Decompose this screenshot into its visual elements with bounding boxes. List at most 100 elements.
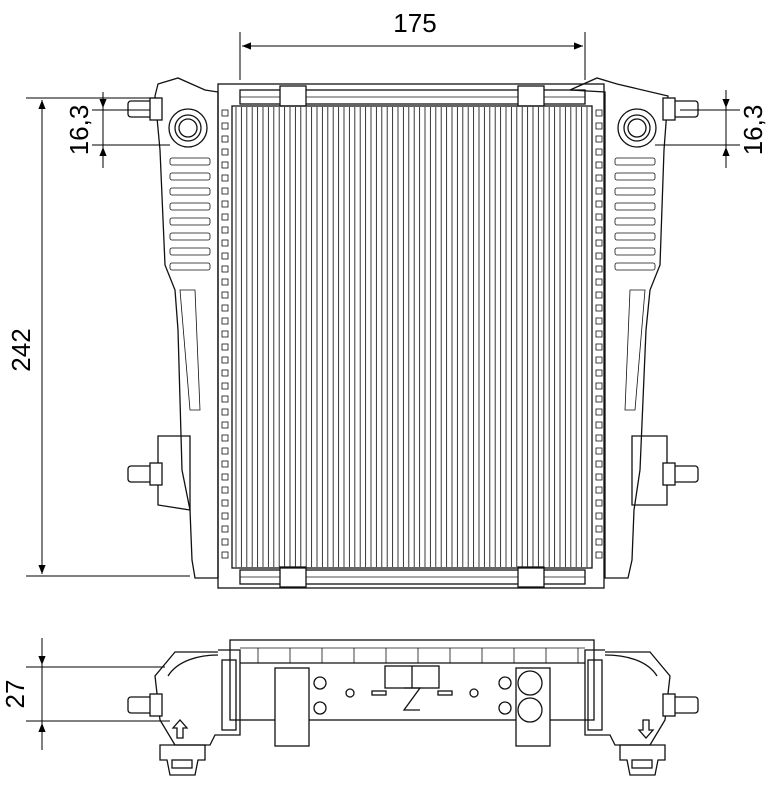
core-tooth bbox=[221, 265, 229, 273]
core-tooth bbox=[221, 499, 229, 507]
core-tooth bbox=[595, 330, 603, 338]
core-tooth bbox=[221, 304, 229, 312]
core-tooth bbox=[221, 343, 229, 351]
tank-rib bbox=[614, 262, 656, 271]
core-tooth bbox=[595, 213, 603, 221]
core-tooth bbox=[221, 369, 229, 377]
right-lower-port bbox=[631, 435, 699, 506]
core-tooth bbox=[595, 408, 603, 416]
core-tooth bbox=[221, 538, 229, 546]
core-tooth bbox=[221, 434, 229, 442]
core-tooth bbox=[221, 408, 229, 416]
tank-rib bbox=[169, 262, 211, 271]
side-right-tank bbox=[584, 649, 671, 746]
core-tooth bbox=[595, 239, 603, 247]
core-tooth bbox=[221, 395, 229, 403]
core-tooth bbox=[595, 291, 603, 299]
core-tooth bbox=[595, 356, 603, 364]
left-up-arrow-icon bbox=[159, 719, 206, 776]
tank-rib bbox=[614, 157, 656, 166]
core-tooth bbox=[595, 434, 603, 442]
core-tooth bbox=[595, 473, 603, 481]
core-tooth bbox=[221, 187, 229, 195]
core-tooth bbox=[595, 421, 603, 429]
core-tooth bbox=[595, 525, 603, 533]
tank-rib bbox=[169, 217, 211, 226]
core-tooth bbox=[595, 161, 603, 169]
core-frame bbox=[217, 83, 605, 589]
dimension-height-label: 242 bbox=[6, 328, 36, 371]
core-tooth bbox=[221, 525, 229, 533]
core-tooth bbox=[595, 304, 603, 312]
left-upper-port bbox=[127, 97, 208, 148]
front-view bbox=[127, 77, 699, 589]
core-tooth bbox=[221, 213, 229, 221]
bottom-clip-left bbox=[279, 566, 307, 588]
top-clip-right bbox=[517, 85, 545, 107]
core-tooth bbox=[595, 317, 603, 325]
core-tooth bbox=[221, 512, 229, 520]
core-tooth bbox=[221, 382, 229, 390]
core-tooth bbox=[221, 174, 229, 182]
tank-rib bbox=[169, 202, 211, 211]
right-tank bbox=[569, 77, 669, 579]
core-tooth bbox=[221, 200, 229, 208]
left-tank-ribs bbox=[169, 157, 211, 411]
core-side-teeth bbox=[221, 109, 603, 559]
core-tooth bbox=[221, 551, 229, 559]
core-tooth bbox=[221, 278, 229, 286]
core-tooth bbox=[221, 148, 229, 156]
core-tooth bbox=[595, 265, 603, 273]
core-tooth bbox=[221, 330, 229, 338]
tank-rib bbox=[169, 232, 211, 241]
core-tooth bbox=[221, 161, 229, 169]
dimension-depth-label: 27 bbox=[0, 680, 30, 709]
side-leg-left bbox=[274, 667, 310, 747]
core-tooth bbox=[221, 317, 229, 325]
core-tooth bbox=[595, 122, 603, 130]
tank-rib bbox=[614, 217, 656, 226]
side-view-ticks bbox=[257, 648, 579, 663]
core-tooth bbox=[595, 382, 603, 390]
dimension-width: 175 bbox=[239, 8, 586, 80]
core-tooth bbox=[595, 187, 603, 195]
dimension-left-pipe-offset-label: 16,3 bbox=[64, 105, 94, 156]
bottom-clip-right bbox=[517, 566, 545, 588]
core-tooth bbox=[595, 486, 603, 494]
dimension-left-pipe-offset: 16,3 bbox=[64, 92, 170, 168]
core-tooth bbox=[221, 486, 229, 494]
core-fins bbox=[235, 107, 588, 567]
top-clip-left bbox=[279, 85, 307, 107]
core-tooth bbox=[221, 109, 229, 117]
core-tooth bbox=[221, 252, 229, 260]
core-tooth bbox=[595, 278, 603, 286]
core-tooth bbox=[595, 369, 603, 377]
tank-rib bbox=[169, 157, 211, 166]
core-tooth bbox=[221, 291, 229, 299]
core-tooth bbox=[221, 356, 229, 364]
core-tooth bbox=[595, 343, 603, 351]
right-down-arrow-icon bbox=[619, 719, 666, 776]
core-tooth bbox=[595, 551, 603, 559]
tank-rib bbox=[614, 202, 656, 211]
dimension-right-pipe-offset-label: 16,3 bbox=[738, 105, 768, 156]
tank-rib bbox=[614, 232, 656, 241]
core-tooth bbox=[221, 460, 229, 468]
tank-recess bbox=[179, 289, 201, 411]
core-tooth bbox=[221, 421, 229, 429]
core-tooth bbox=[595, 135, 603, 143]
tank-rib bbox=[169, 247, 211, 256]
core-tooth bbox=[595, 200, 603, 208]
side-view bbox=[127, 639, 699, 776]
side-left-tank bbox=[154, 649, 241, 746]
dimension-depth: 27 bbox=[0, 638, 170, 750]
left-tank bbox=[154, 77, 219, 579]
tank-recess bbox=[624, 289, 646, 411]
right-upper-port bbox=[617, 97, 699, 148]
tank-rib bbox=[169, 172, 211, 181]
core-tooth bbox=[595, 148, 603, 156]
core-tooth bbox=[221, 473, 229, 481]
core-tooth bbox=[595, 512, 603, 520]
core-tooth bbox=[221, 135, 229, 143]
